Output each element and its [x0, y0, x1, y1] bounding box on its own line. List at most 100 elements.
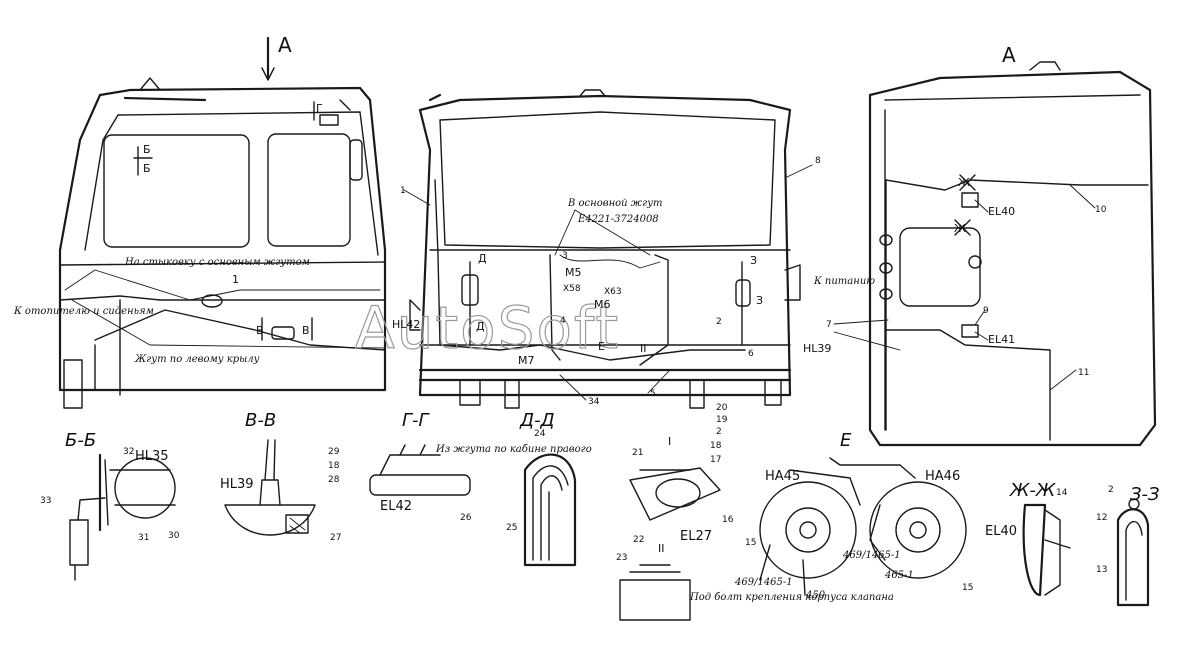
detail-i-21: 21 [632, 448, 643, 458]
view-a-arrow-label: А [278, 33, 292, 57]
cab-side-view [58, 36, 387, 409]
right-item-10: 10 [1095, 205, 1107, 215]
detail-bb-31: 31 [138, 533, 149, 543]
detail-e-ha46: НА46 [925, 469, 960, 484]
center-m6: М6 [594, 298, 611, 311]
right-item-9: 9 [983, 306, 989, 316]
right-el40: EL40 [988, 205, 1015, 218]
detail-i-note: Под болт крепления корпуса клапана [689, 592, 894, 603]
detail-vv [224, 439, 316, 536]
detail-zz [1116, 498, 1150, 607]
detail-e-c1: 469/1465-1 [734, 577, 793, 588]
cab-front-view [409, 89, 801, 409]
center-item-5: 5 [650, 389, 656, 399]
detail-gg [369, 444, 471, 496]
right-el41: EL41 [988, 333, 1015, 346]
center-z-label: З [750, 254, 757, 267]
detail-i-20: 20 [716, 403, 728, 413]
center-item-6: 6 [748, 349, 754, 359]
detail-gg-note: Из жгута по кабине правого [435, 444, 592, 455]
center-item-2: 2 [716, 317, 722, 327]
detail-vv-title: В-В [245, 410, 276, 431]
detail-e-15a: 15 [745, 538, 756, 548]
center-item-4: 4 [560, 316, 566, 326]
detail-bb-30: 30 [168, 531, 180, 541]
center-item-1: 1 [400, 186, 406, 196]
detail-i-17: 17 [710, 455, 721, 465]
detail-zz-13: 13 [1096, 565, 1107, 575]
detail-dd [523, 453, 577, 567]
note-to-heater: К отопителю и сиденьям [13, 306, 154, 317]
detail-e [759, 457, 967, 596]
center-x63: Х63 [604, 287, 622, 297]
detail-vv-18: 18 [328, 461, 340, 471]
detail-i-16: 16 [722, 515, 734, 525]
right-zh: Ж [958, 176, 970, 189]
right-item-11: 11 [1078, 368, 1089, 378]
note-part-number: Е4221-3724008 [577, 214, 659, 225]
section-v-marker: В [256, 324, 264, 337]
right-zh2: Ж [954, 222, 966, 235]
view-a-title: А [1002, 43, 1016, 67]
detail-i-el: EL27 [680, 529, 712, 544]
center-item-34: 34 [588, 397, 600, 407]
detail-zhzh-el: EL40 [985, 524, 1017, 539]
detail-i-22: 22 [633, 535, 644, 545]
detail-zhzh-title: Ж-Ж [1009, 480, 1056, 501]
detail-bb [69, 453, 176, 581]
leader-lines [403, 164, 1096, 401]
detail-vv-28: 28 [328, 475, 340, 485]
center-hl42: HL42 [392, 318, 420, 331]
detail-vv-hl: HL39 [220, 477, 254, 492]
detail-e-15b: 15 [962, 583, 973, 593]
detail-e-c4: 465-1 [884, 570, 914, 581]
detail-i-roman2: II [658, 542, 665, 555]
center-x58: Х58 [563, 284, 581, 294]
detail-i-18: 18 [710, 441, 722, 451]
detail-i-19: 19 [716, 415, 728, 425]
detail-e-ha45: НА45 [765, 469, 800, 484]
center-e-label: Е [598, 340, 605, 353]
center-d-label: Д [478, 252, 487, 265]
detail-zhzh-14: 14 [1056, 488, 1068, 498]
right-item-7: 7 [826, 320, 832, 330]
detail-i-roman1: I [668, 435, 671, 448]
note-docking: На стыковку с основным жгутом [124, 257, 310, 268]
section-b-marker-2: Б [143, 162, 151, 175]
detail-vv-27: 27 [330, 533, 341, 543]
detail-e-c3: 469/1465-1 [842, 550, 901, 561]
detail-gg-el: EL42 [380, 499, 412, 514]
detail-i-23: 23 [616, 553, 627, 563]
detail-bb-32: 32 [123, 447, 134, 457]
note-main-harness: В основной жгут [567, 198, 663, 209]
center-d2-label: Д [476, 320, 485, 333]
note-to-power: К питанию [813, 276, 875, 287]
detail-bb-title: Б-Б [65, 430, 96, 451]
left-item-1: 1 [232, 273, 239, 286]
center-z2-label: З [756, 294, 763, 307]
detail-gg-26: 26 [460, 513, 472, 523]
detail-i [619, 467, 721, 621]
section-g-marker: Г [316, 102, 323, 115]
detail-dd-25: 25 [506, 523, 517, 533]
detail-vv-29: 29 [328, 447, 340, 457]
detail-e-c2: 450 [805, 590, 826, 601]
center-item-8: 8 [815, 156, 821, 166]
detail-gg-title: Г-Г [402, 410, 431, 431]
section-v-marker-2: В [302, 324, 310, 337]
roof-plan-view [868, 61, 1157, 447]
detail-zz-title: З-З [1130, 484, 1160, 505]
center-item-3: 3 [562, 251, 568, 261]
center-m7: М7 [518, 354, 535, 367]
detail-bb-33: 33 [40, 496, 51, 506]
detail-i-2: 2 [716, 427, 722, 437]
detail-e-title: Е [840, 430, 852, 451]
watermark: AutoSoft [355, 294, 620, 362]
detail-zz-12: 12 [1096, 513, 1107, 523]
note-left-wing: Жгут по левому крылу [134, 354, 260, 365]
detail-dd-title: Д-Д [519, 410, 555, 431]
section-b-marker: Б [143, 143, 151, 156]
detail-dd-24: 24 [534, 429, 546, 439]
